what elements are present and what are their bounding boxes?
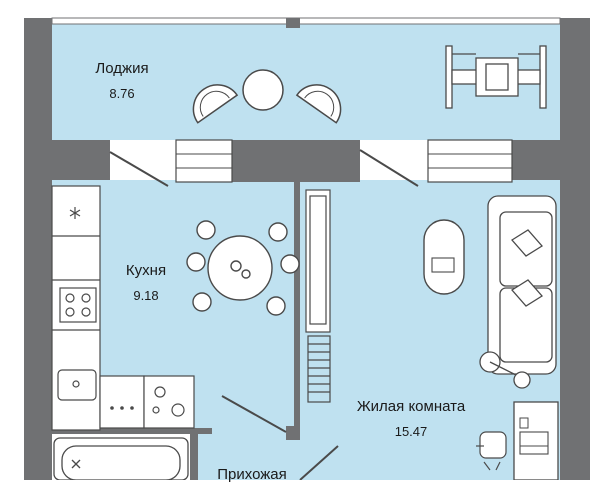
hob-icon	[59, 287, 97, 323]
wall-partition	[294, 180, 300, 430]
door-living-loggia	[359, 149, 419, 187]
hallway-name: Прихожая	[217, 466, 287, 483]
wall-outer-right	[560, 18, 590, 480]
kitchen-name: Кухня	[125, 262, 167, 279]
door-living	[299, 445, 339, 480]
door-kitchen	[221, 395, 287, 433]
loggia-area: 8.76	[109, 86, 135, 101]
sink-icon	[57, 369, 97, 401]
floor-lamp-icon	[479, 351, 531, 389]
bathtub-icon	[53, 437, 189, 480]
armchair-icon	[295, 84, 342, 124]
wall-outer-left	[24, 18, 52, 480]
wall-bathroom	[52, 428, 212, 434]
wall-bathroom-side	[190, 428, 198, 480]
window-left	[175, 139, 233, 183]
fridge-icon	[69, 207, 81, 219]
wall-partition-end	[286, 426, 300, 440]
wall-top-post	[286, 18, 300, 28]
radiator	[307, 335, 331, 403]
round-table-icon	[242, 69, 284, 111]
desk-item	[519, 417, 529, 429]
wall-loggia-left	[52, 140, 110, 180]
living-room-name: Жилая комната	[356, 398, 466, 415]
loggia-glazing	[51, 17, 561, 25]
hallway-floor	[190, 430, 300, 480]
kitchen-area: 9.18	[133, 288, 159, 303]
dining-table-icon	[186, 220, 300, 316]
coffee-table-icon	[423, 219, 465, 295]
dumbbell-bench-icon	[445, 45, 547, 109]
living-room-area: 15.47	[394, 424, 428, 439]
door-kitchen-loggia	[109, 151, 169, 187]
oven-icon	[110, 406, 134, 410]
sofa-icon	[487, 195, 557, 375]
loggia-name: Лоджия	[95, 60, 149, 77]
washer-icon	[152, 386, 185, 417]
wall-loggia-right	[512, 140, 560, 180]
window-right	[427, 139, 513, 183]
desk-chair-icon	[476, 431, 507, 471]
wardrobe	[305, 189, 331, 333]
wall-loggia-mid	[232, 140, 360, 182]
armchair-icon	[192, 84, 239, 124]
laptop-icon	[519, 431, 549, 455]
